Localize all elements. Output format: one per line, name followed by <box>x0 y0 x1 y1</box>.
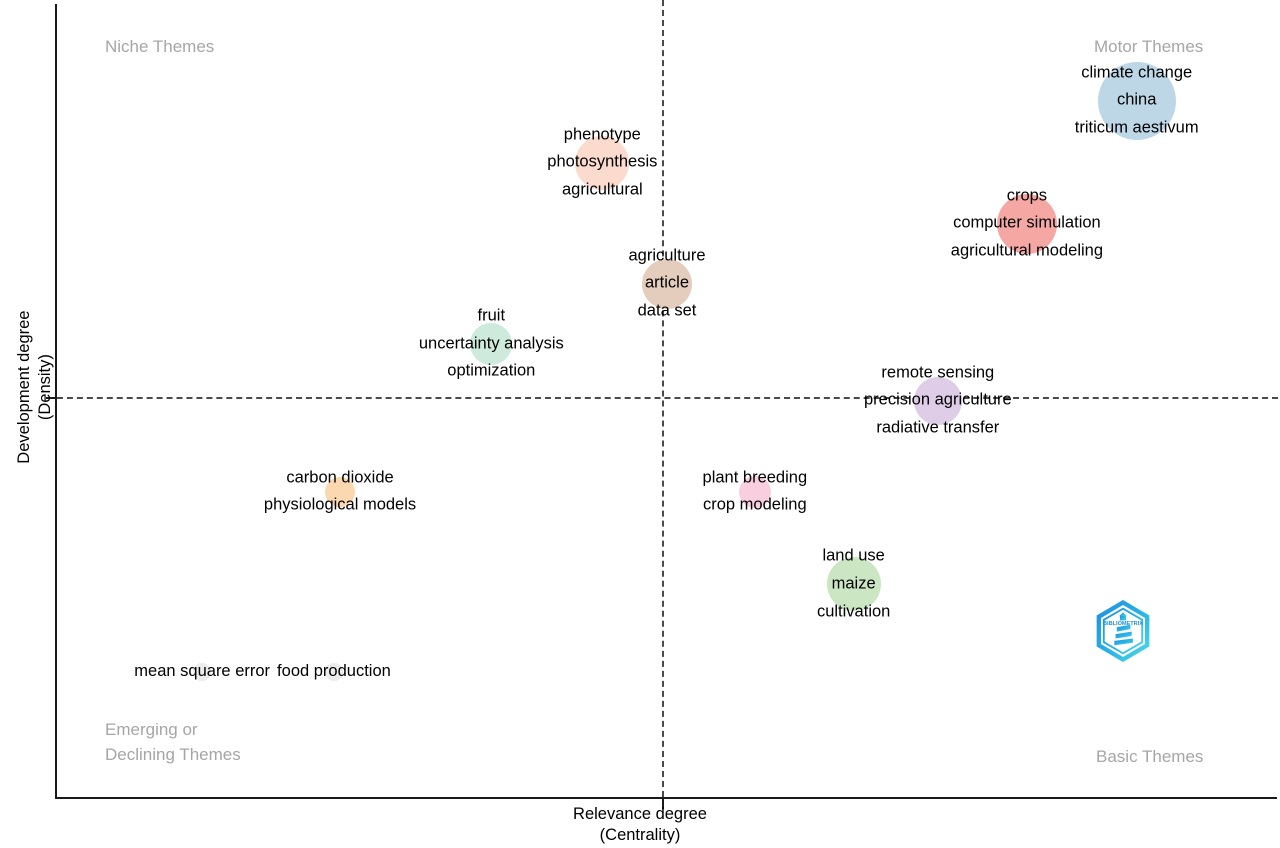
quadrant-label-basic-themes: Basic Themes <box>1096 747 1204 766</box>
cluster-bubble[interactable] <box>738 475 771 508</box>
cluster-bubble[interactable] <box>575 135 630 190</box>
bibliometrix-logo: BIBLIOMETRIX <box>1092 599 1154 663</box>
cluster-bubble[interactable] <box>913 376 962 425</box>
cluster-bubble[interactable] <box>1097 61 1176 140</box>
x-axis-title-line2: (Centrality) <box>599 826 681 845</box>
quadrant-label-niche-themes: Niche Themes <box>105 37 215 56</box>
quadrant-label-motor-themes: Motor Themes <box>1094 37 1204 56</box>
y-axis-title-line2: (Density) <box>36 354 54 421</box>
x-axis-tick <box>662 799 664 809</box>
cluster-bubble[interactable] <box>324 663 343 682</box>
cluster-bubble[interactable] <box>325 476 356 507</box>
horizontal-divider-line <box>57 397 1278 399</box>
y-axis-title-line1: Development degree <box>14 310 33 464</box>
x-axis-title-line1: Relevance degree <box>573 805 707 823</box>
cluster-bubble[interactable] <box>996 193 1057 254</box>
vertical-divider-line <box>662 0 664 797</box>
y-axis-title: Development degree (Density) <box>14 257 56 517</box>
cluster-bubble[interactable] <box>193 663 212 682</box>
x-axis-title: Relevance degree (Centrality) <box>0 804 1280 846</box>
y-axis-line <box>55 4 57 799</box>
bibliometrix-logo-text: BIBLIOMETRIX <box>1103 621 1143 627</box>
cluster-bubble[interactable] <box>826 557 881 612</box>
quadrant-label-emerging-declining-themes: Emerging or Declining Themes <box>105 720 241 764</box>
cluster-bubble[interactable] <box>470 323 513 366</box>
y-axis-tick <box>46 397 56 399</box>
cluster-bubble[interactable] <box>642 258 692 309</box>
x-axis-line <box>55 797 1277 799</box>
